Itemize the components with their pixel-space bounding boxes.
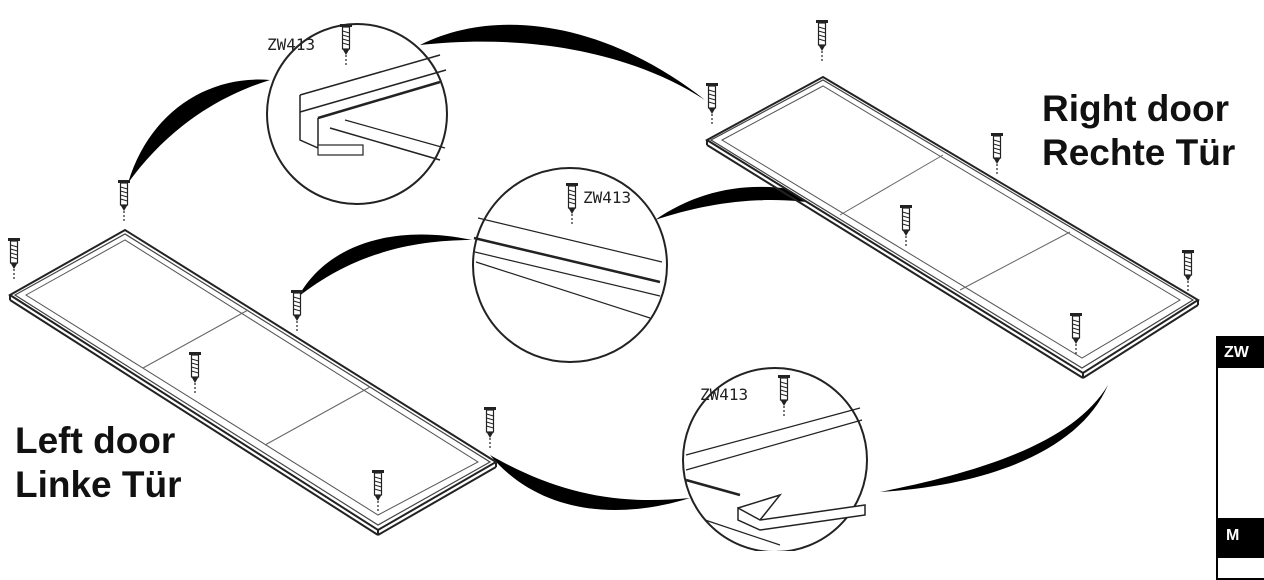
- screw-icon: [117, 179, 131, 223]
- screw-icon: [7, 237, 21, 281]
- part-label-top: ZW413: [267, 35, 315, 54]
- right-door-label-de: Rechte Tür: [1042, 132, 1236, 173]
- right-door-panel: [705, 75, 1200, 379]
- parts-legend: ZW M: [1216, 336, 1264, 580]
- legend-footer: M: [1218, 518, 1264, 558]
- screw-icon: [815, 19, 829, 63]
- part-label-middle: ZW413: [583, 188, 631, 207]
- left-door-label-de: Linke Tür: [15, 464, 182, 505]
- detail-circle-bottom: ZW413: [682, 367, 868, 551]
- screw-icon: [483, 406, 497, 450]
- part-label-bottom: ZW413: [700, 385, 748, 404]
- detail-circle-middle: ZW413: [472, 167, 668, 363]
- left-door-label-en: Left door: [15, 420, 176, 461]
- screw-icon: [290, 289, 304, 333]
- legend-header: ZW: [1218, 338, 1264, 368]
- screw-icon: [705, 82, 719, 126]
- left-door-panel: [8, 228, 498, 536]
- connector-curves: [128, 24, 1108, 510]
- screw-icon: [990, 132, 1004, 176]
- right-door-label: Right door Rechte Tür: [1042, 87, 1235, 175]
- detail-circle-top: ZW413: [266, 23, 448, 205]
- right-door-label-en: Right door: [1042, 88, 1230, 129]
- screw-icon: [1181, 249, 1195, 293]
- left-door-label: Left door Linke Tür: [15, 419, 182, 507]
- assembly-diagram: ZW413 ZW413 ZW413: [7, 19, 1200, 551]
